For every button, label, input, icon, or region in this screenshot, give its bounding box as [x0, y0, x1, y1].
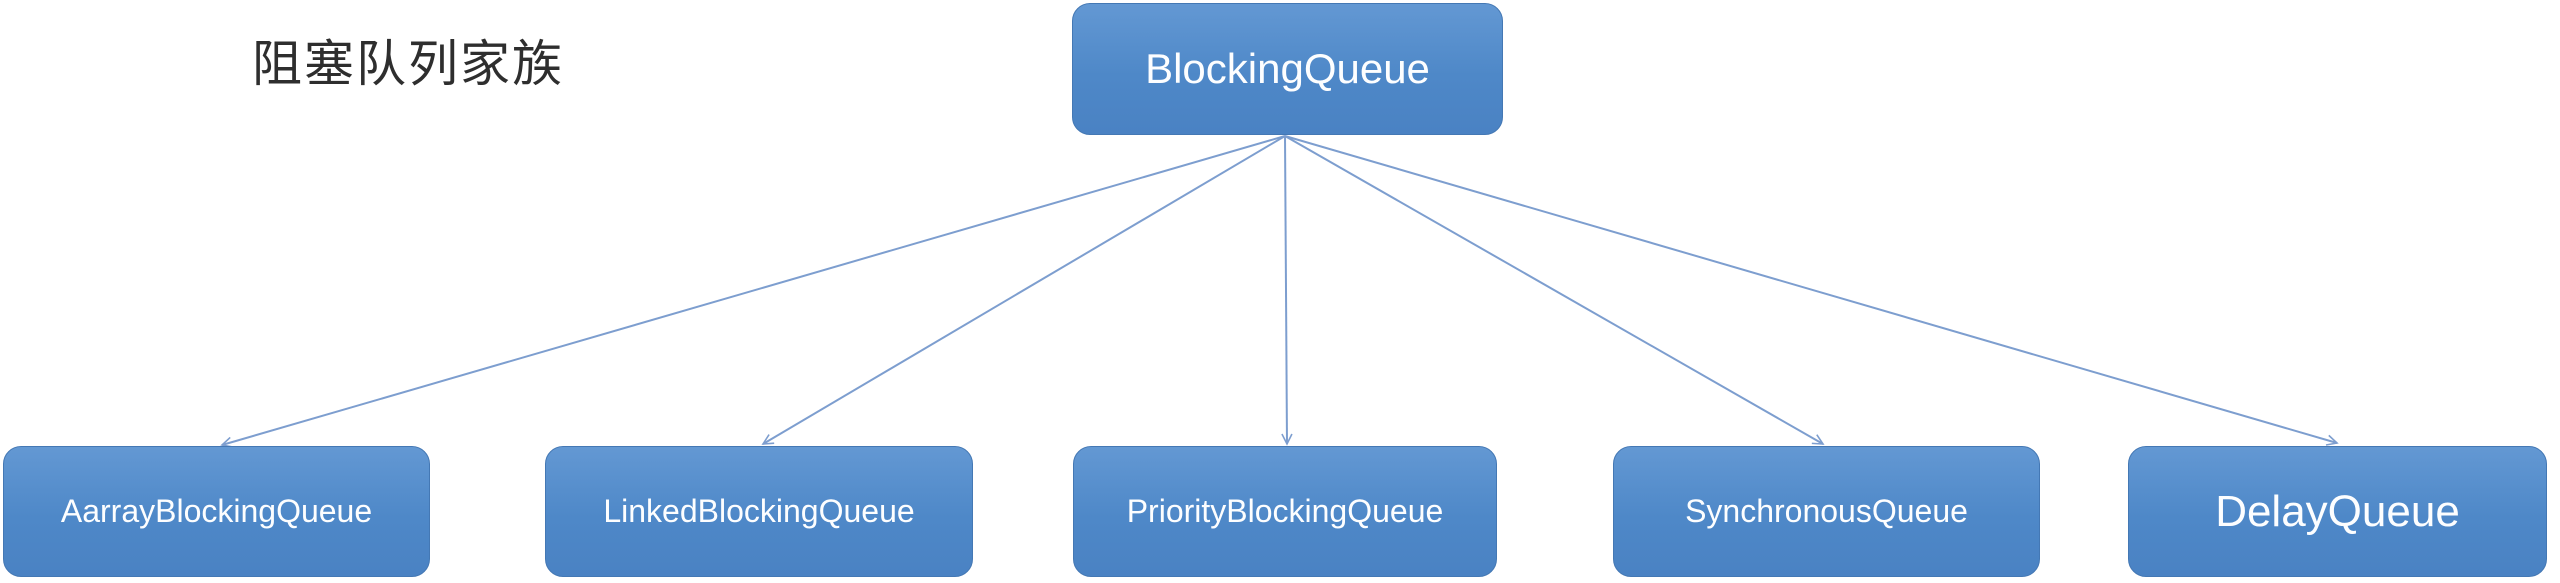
node-synchronousqueue-label: SynchronousQueue [1685, 493, 1968, 529]
connector-root-to-delayqueue [1284, 135, 2339, 446]
diagram-title: 阻塞队列家族 [252, 36, 564, 92]
node-linkedblockingqueue-label: LinkedBlockingQueue [603, 493, 915, 529]
node-priorityblockingqueue: PriorityBlockingQueue [1073, 446, 1497, 577]
connector-root-to-arrayblockingqueue [220, 135, 1286, 448]
node-blockingqueue: BlockingQueue [1072, 3, 1503, 135]
node-delayqueue: DelayQueue [2128, 446, 2547, 577]
connector-root-to-priorityblockingqueue [1281, 135, 1293, 446]
node-linkedblockingqueue: LinkedBlockingQueue [545, 446, 973, 577]
node-blockingqueue-label: BlockingQueue [1145, 45, 1430, 92]
node-synchronousqueue: SynchronousQueue [1613, 446, 2040, 577]
node-arrayblockingqueue: AarrayBlockingQueue [3, 446, 430, 577]
connector-root-to-synchronousqueue [1284, 135, 1825, 445]
node-arrayblockingqueue-label: AarrayBlockingQueue [60, 493, 373, 529]
node-priorityblockingqueue-label: PriorityBlockingQueue [1126, 493, 1444, 529]
connector-root-to-linkedblockingqueue [761, 135, 1286, 445]
node-delayqueue-label: DelayQueue [2215, 486, 2460, 536]
